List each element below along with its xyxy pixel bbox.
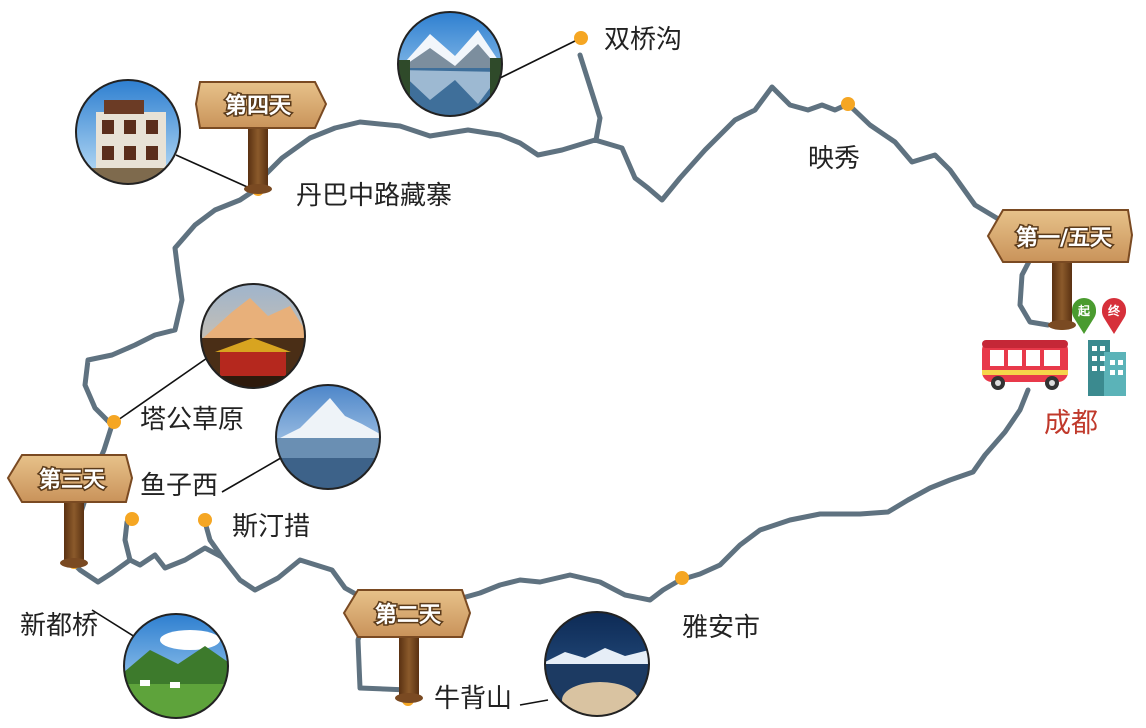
label-yuzixi: 鱼子西 bbox=[140, 471, 218, 501]
route-branch-shuangqiaogou bbox=[577, 52, 603, 143]
label-xinduqiao: 新都桥 bbox=[20, 611, 98, 641]
label-shuangqiaogou: 双桥沟 bbox=[604, 25, 682, 55]
sign-day3: 第三天 bbox=[6, 454, 134, 568]
photo-niubeishan bbox=[544, 611, 650, 717]
stop-dot-tagong bbox=[107, 415, 121, 429]
stop-dot-sitingcuo bbox=[198, 513, 212, 527]
bus-icon bbox=[982, 340, 1068, 390]
stop-dot-yingxiu bbox=[841, 97, 855, 111]
stop-dot-xinduqiao bbox=[125, 512, 139, 526]
label-danba: 丹巴中路藏寨 bbox=[296, 181, 452, 211]
label-niubeishan: 牛背山 bbox=[434, 684, 512, 714]
photo-xinduqiao bbox=[123, 613, 229, 719]
label-yaan: 雅安市 bbox=[682, 613, 760, 643]
sign-day2: 第二天 bbox=[342, 589, 472, 703]
sign-day2-label: 第二天 bbox=[375, 602, 442, 628]
start-pin-icon: 起 bbox=[1072, 298, 1096, 334]
route-branch-chengdu bbox=[1017, 247, 1051, 328]
photo-tagong bbox=[200, 283, 306, 389]
route-branch-xinduqiao bbox=[122, 519, 133, 563]
leader-lines bbox=[91, 39, 578, 706]
stop-dot-yaan bbox=[675, 571, 689, 585]
photo-danba bbox=[75, 79, 181, 185]
city-buildings-icon bbox=[1088, 340, 1126, 396]
route-line bbox=[67, 84, 1038, 608]
stop-dot-shuangqiaogou bbox=[574, 31, 588, 45]
sign-day1-5-label: 第一/五天 bbox=[1016, 225, 1113, 251]
label-yingxiu: 映秀 bbox=[808, 144, 860, 174]
label-chengdu: 成都 bbox=[1044, 408, 1098, 439]
route-branch-sitingcuo bbox=[202, 519, 225, 560]
end-pin-label: 终 bbox=[1108, 303, 1121, 318]
photo-yuzixi bbox=[275, 384, 381, 490]
label-tagong: 塔公草原 bbox=[140, 405, 244, 435]
start-pin-label: 起 bbox=[1077, 303, 1091, 318]
sign-day3-label: 第三天 bbox=[39, 467, 106, 493]
sign-day1-5: 第一/五天 bbox=[986, 209, 1134, 330]
photo-shuangqiaogou bbox=[397, 11, 503, 117]
sign-day4: 第四天 bbox=[194, 81, 328, 194]
label-sitingcuo: 斯汀措 bbox=[232, 512, 310, 542]
sign-day4-label: 第四天 bbox=[225, 93, 292, 119]
end-pin-icon: 终 bbox=[1102, 298, 1126, 334]
